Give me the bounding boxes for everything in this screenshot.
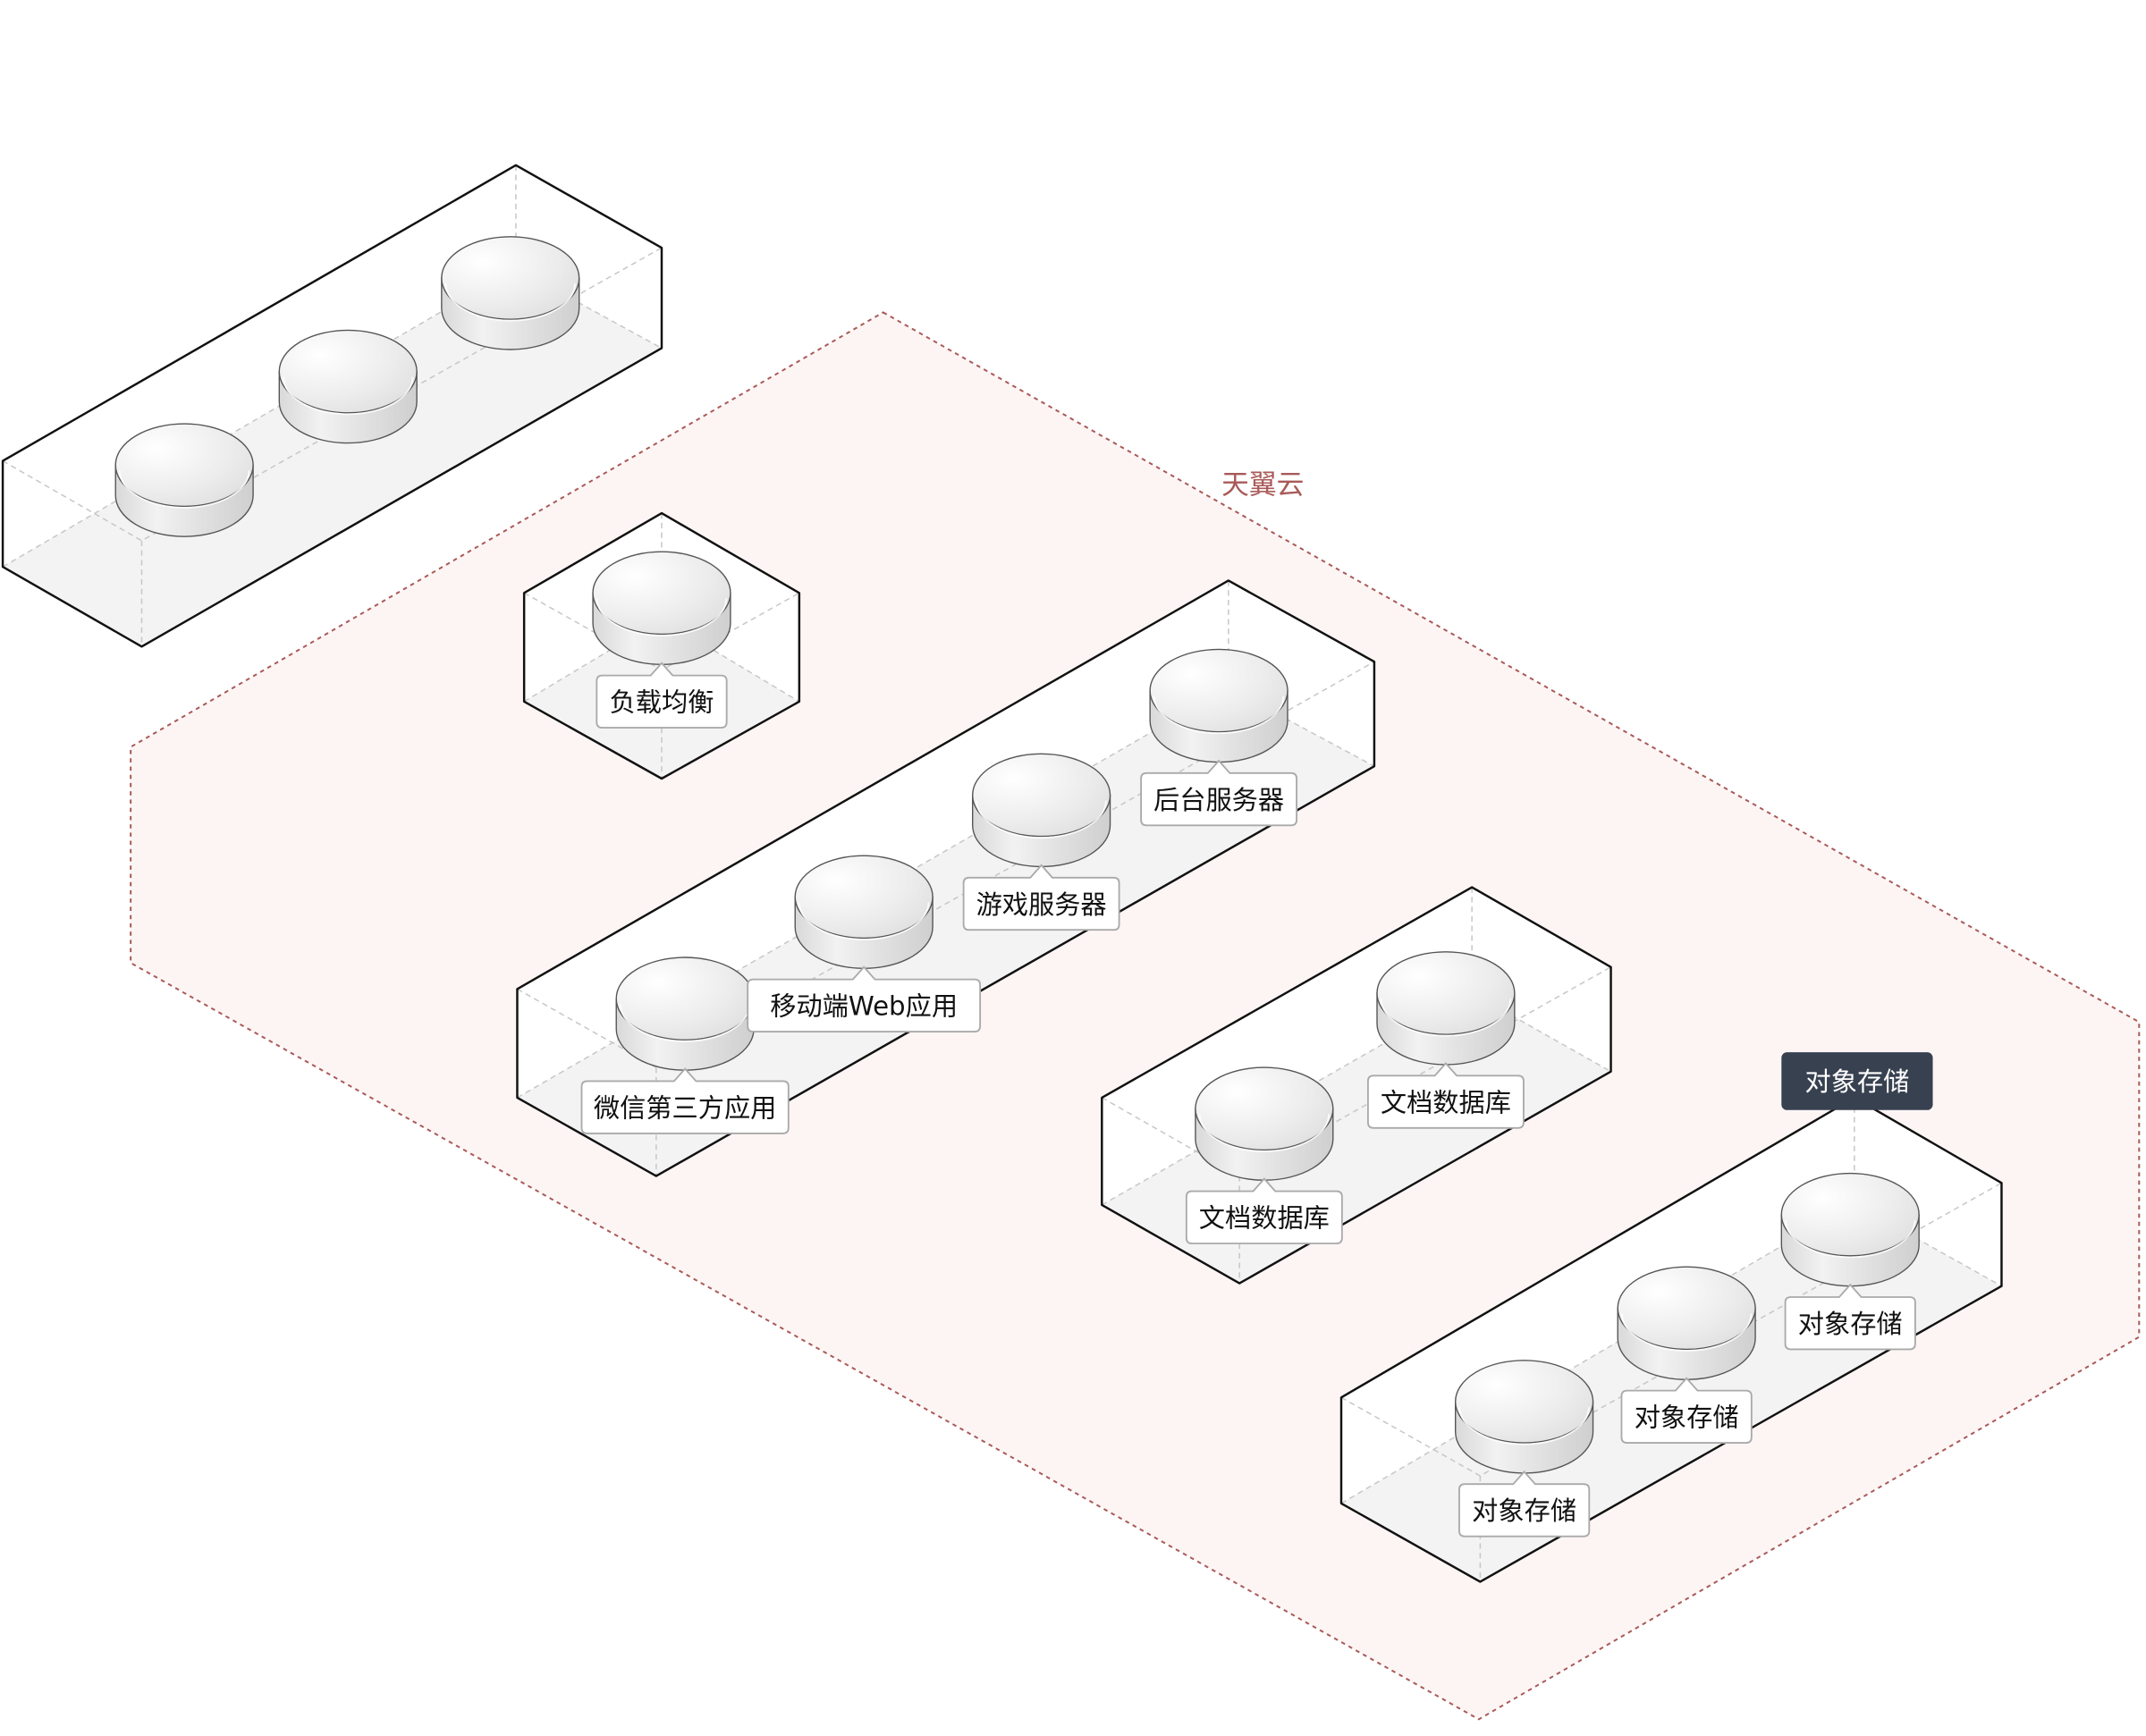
node-rim	[1380, 999, 1512, 1037]
node-label-text: 微信第三方应用	[594, 1092, 777, 1123]
node-cylinder-top	[1617, 1266, 1756, 1351]
node-label: 文档数据库	[1367, 1062, 1525, 1129]
hidden-edge	[1340, 1202, 2002, 1504]
server-node[interactable]: 负载均衡	[592, 551, 731, 729]
node-rim	[1198, 1114, 1331, 1152]
server-node[interactable]: 文档数据库	[1185, 1066, 1343, 1244]
node-label: 微信第三方应用	[580, 1067, 790, 1134]
node-label-bubble	[1140, 759, 1297, 827]
node-cylinder-top	[972, 753, 1111, 838]
group-title-bg	[1781, 1052, 1933, 1110]
server-node[interactable]	[278, 329, 418, 444]
node-cylinder-top	[1149, 648, 1288, 733]
server-node[interactable]	[441, 236, 580, 350]
node-label: 对象存储	[1458, 1470, 1591, 1538]
server-node[interactable]: 移动端Web应用	[747, 855, 982, 1033]
node-rim	[1153, 695, 1285, 735]
node-cylinder-top	[441, 236, 580, 320]
node-label: 对象存储	[1784, 1283, 1916, 1351]
node-rim	[798, 902, 930, 940]
node-label-bubble	[1458, 1470, 1591, 1538]
group-box-outline	[522, 511, 801, 780]
node-cylinder-top	[794, 855, 934, 940]
load-balancer-group: 负载均衡	[522, 511, 801, 780]
node-label: 负载均衡	[596, 662, 728, 729]
node-cylinder-top	[1376, 951, 1516, 1035]
group-box-outline	[1101, 886, 1612, 1285]
node-label: 对象存储	[1620, 1377, 1753, 1444]
node-label-bubble	[747, 965, 982, 1033]
node-label: 后台服务器	[1140, 759, 1297, 827]
node-label-bubble	[596, 662, 728, 729]
node-rim	[1620, 1313, 1753, 1352]
node-label: 游戏服务器	[962, 864, 1120, 931]
group-title-text: 对象存储	[1804, 1066, 1909, 1097]
server-node[interactable]: 对象存储	[1455, 1360, 1594, 1538]
server-node[interactable]: 后台服务器	[1140, 648, 1297, 827]
node-label-text: 游戏服务器	[976, 889, 1107, 920]
node-label-text: 对象存储	[1798, 1309, 1903, 1339]
node-rim	[118, 470, 250, 509]
server-node[interactable]: 文档数据库	[1367, 951, 1525, 1129]
node-cylinder-top	[278, 329, 418, 414]
node-label: 移动端Web应用	[747, 965, 982, 1033]
node-label-text: 移动端Web应用	[770, 991, 958, 1022]
node-cylinder-top	[592, 551, 731, 636]
group-box-outline	[516, 579, 1376, 1177]
unlabeled-group	[1, 164, 663, 648]
hidden-edge	[523, 618, 800, 703]
node-label-bubble	[1784, 1283, 1916, 1351]
node-cylinder-top	[1780, 1172, 1920, 1257]
group-box-outline	[1339, 1096, 2003, 1583]
node-cylinder-top	[114, 423, 254, 508]
node-rim	[444, 283, 576, 322]
group-box-floor	[3, 268, 663, 647]
node-label-text: 负载均衡	[610, 687, 714, 718]
app-server-group: 微信第三方应用 移动端Web应用 游戏服务器 后台服务器	[516, 579, 1376, 1177]
node-rim	[976, 800, 1107, 839]
node-label-bubble	[962, 864, 1120, 931]
node-rim	[1785, 1219, 1916, 1259]
node-rim	[596, 598, 728, 636]
server-node[interactable]: 微信第三方应用	[580, 956, 790, 1134]
node-cylinder-top	[1195, 1066, 1334, 1151]
node-label-bubble	[1367, 1062, 1525, 1129]
node-label: 文档数据库	[1185, 1177, 1343, 1244]
server-node[interactable]	[114, 423, 254, 537]
node-label-bubble	[1620, 1377, 1753, 1444]
server-node[interactable]: 对象存储	[1617, 1266, 1756, 1444]
group-title-tag: 对象存储	[1781, 1052, 1933, 1110]
hidden-edge	[2, 247, 663, 542]
node-rim	[283, 376, 414, 416]
node-cylinder-top	[615, 956, 755, 1041]
cloud-region-boundary	[130, 311, 2141, 1721]
node-label-text: 对象存储	[1635, 1403, 1739, 1433]
node-label-text: 文档数据库	[1381, 1087, 1511, 1117]
node-label-text: 后台服务器	[1153, 785, 1284, 815]
server-node[interactable]: 游戏服务器	[962, 753, 1120, 931]
server-node[interactable]: 对象存储	[1780, 1172, 1920, 1351]
cloud-region: 天翼云	[130, 311, 2141, 1721]
node-label-bubble	[580, 1067, 790, 1134]
node-cylinder-top	[1455, 1360, 1594, 1444]
node-label-text: 文档数据库	[1199, 1203, 1330, 1234]
node-rim	[1458, 1407, 1590, 1445]
node-label-bubble	[1185, 1177, 1343, 1244]
node-rim	[619, 1004, 751, 1042]
group-box-outline	[1, 164, 663, 648]
node-label-text: 对象存储	[1472, 1496, 1576, 1526]
cloud-region-label: 天翼云	[1221, 469, 1304, 501]
